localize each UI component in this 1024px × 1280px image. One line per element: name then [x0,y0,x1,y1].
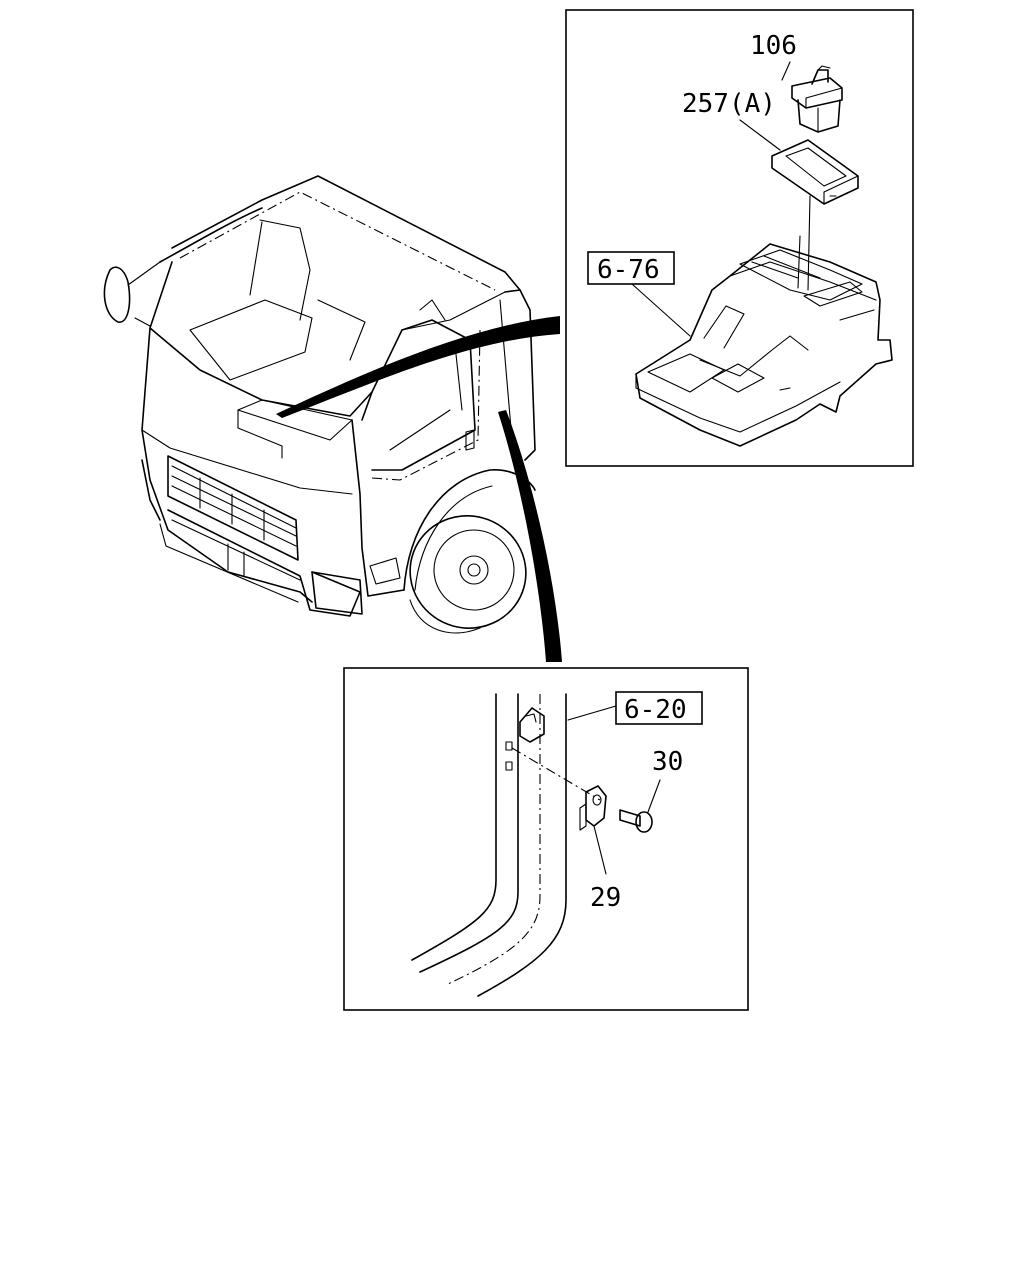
detail-box-console: 106 257(A) 6-76 [565,9,914,467]
bolt-part-30 [619,809,653,833]
truck-cab-illustration [103,175,536,634]
leader-257a [739,119,781,151]
ref-box-6-76 [587,251,675,285]
leader-6-76 [631,283,691,337]
door-pillar-outer [411,693,497,961]
callout-257a: 257(A) [682,89,776,119]
striker-part-29 [579,785,607,831]
callout-6-76: 6-76 [597,255,660,285]
callout-6-20: 6-20 [624,695,687,725]
leader-29 [593,825,607,875]
assembly-line-lower [511,747,601,801]
callout-106: 106 [750,31,797,61]
ref-box-6-20 [615,691,703,725]
callout-29: 29 [590,883,621,913]
switch-part-106 [791,65,843,133]
leader-6-20 [567,705,617,721]
callout-30: 30 [652,747,683,777]
console-assembly [635,243,893,447]
leader-106 [781,61,791,81]
detail-box-door-pillar: 29 30 6-20 [343,667,749,1011]
pointer-wedge-lower [498,410,562,662]
bezel-part-257a [771,139,859,205]
pointer-wedge-upper [276,316,560,418]
leader-30 [647,779,661,813]
